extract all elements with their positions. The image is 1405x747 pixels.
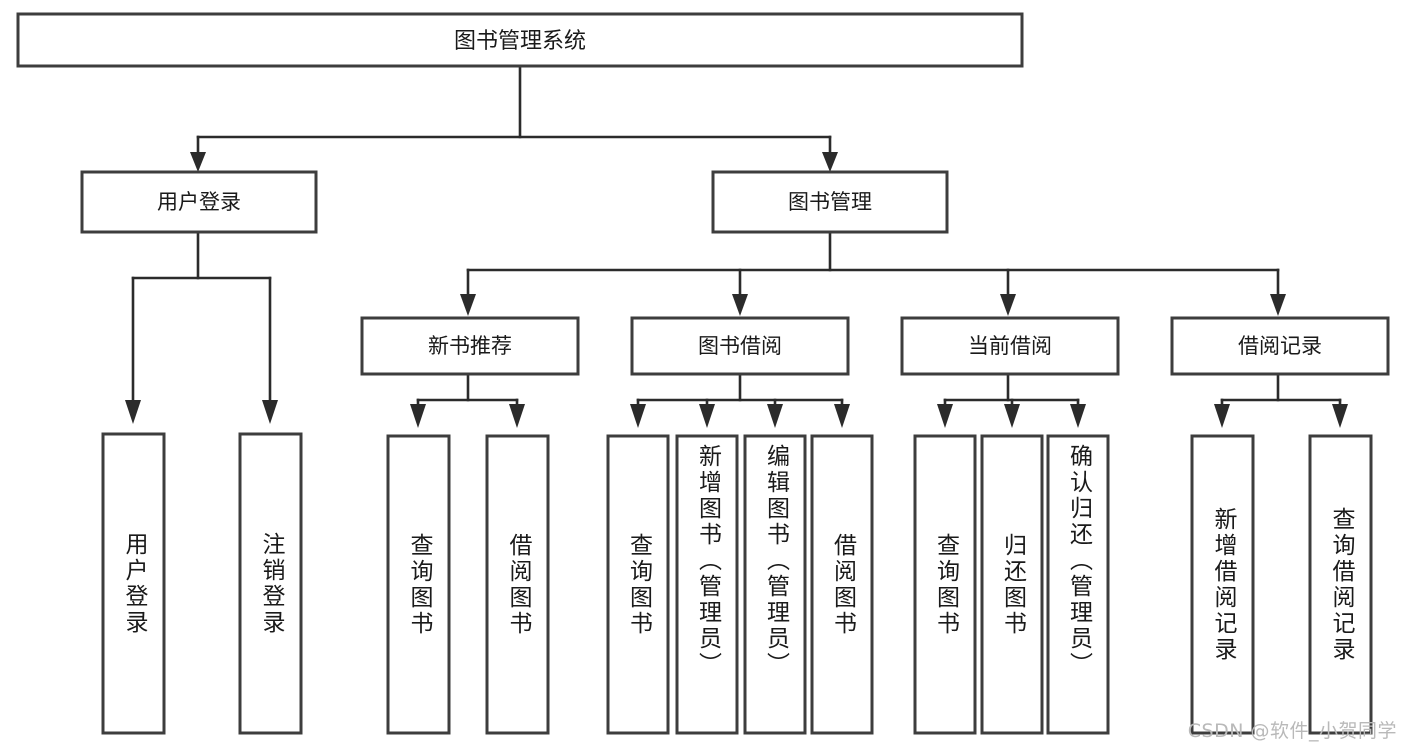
arrowhead-level3-2 [1000, 294, 1016, 316]
arrowhead-leaf-borrow-1 [699, 404, 715, 428]
arrowhead-leaf-user-login-1 [262, 400, 278, 424]
arrowhead-user-login [190, 152, 206, 172]
leaf-box-borrow-1[interactable] [675, 434, 739, 735]
leaf-box-newbook-0[interactable] [386, 434, 451, 735]
node-new-book-recommend[interactable]: 新书推荐 [360, 316, 580, 376]
arrowhead-leaf-newbook-0 [410, 404, 426, 428]
node-book-borrow-label: 图书借阅 [698, 334, 782, 358]
arrowhead-leaf-borrow-0 [630, 404, 646, 428]
leaf-box-borrow-0[interactable] [606, 434, 670, 735]
node-book-borrow-box[interactable] [630, 316, 850, 376]
connectors-layer [125, 64, 1348, 428]
arrowhead-leaf-record-1 [1332, 404, 1348, 428]
node-borrow-record[interactable]: 借阅记录 [1170, 316, 1390, 376]
node-root[interactable]: 图书管理系统 [16, 12, 1024, 68]
arrowhead-leaf-current-2 [1070, 404, 1086, 428]
leaf-box-current-2[interactable] [1046, 434, 1110, 735]
leaf-box-current-1[interactable] [980, 434, 1044, 735]
node-book-management-box[interactable] [711, 170, 949, 234]
node-current-borrow-box[interactable] [900, 316, 1120, 376]
csdn-watermark: CSDN @软件_小贺同学 [1187, 720, 1397, 742]
arrowhead-level3-0 [460, 294, 476, 316]
arrowhead-leaf-record-0 [1214, 404, 1230, 428]
node-user-login-label: 用户登录 [157, 190, 241, 214]
arrowhead-leaf-newbook-1 [509, 404, 525, 428]
node-current-borrow-label: 当前借阅 [968, 334, 1052, 358]
node-user-login-box[interactable] [80, 170, 318, 234]
leaf-box-newbook-1[interactable] [485, 434, 550, 735]
node-root-box[interactable] [16, 12, 1024, 68]
node-borrow-record-label: 借阅记录 [1238, 334, 1322, 358]
node-user-login[interactable]: 用户登录 [80, 170, 318, 234]
leaf-box-current-0[interactable] [913, 434, 977, 735]
node-root-label: 图书管理系统 [454, 29, 586, 54]
node-new-book-recommend-box[interactable] [360, 316, 580, 376]
arrowhead-leaf-current-0 [937, 404, 953, 428]
nodes-layer: 图书管理系统 用户登录 图书管理 新书推荐 图书借阅 当前 [16, 12, 1390, 735]
leaf-box-borrow-2[interactable] [743, 434, 807, 735]
node-new-book-recommend-label: 新书推荐 [428, 334, 512, 358]
node-book-borrow[interactable]: 图书借阅 [630, 316, 850, 376]
leaf-box-record-0[interactable] [1190, 434, 1255, 735]
leaf-box-user-login-1[interactable] [238, 432, 303, 735]
arrowhead-leaf-borrow-2 [767, 404, 783, 428]
arrowhead-level3-3 [1270, 294, 1286, 316]
node-borrow-record-box[interactable] [1170, 316, 1390, 376]
arrowhead-book-mgmt [822, 152, 838, 172]
arrowhead-leaf-user-login-0 [125, 400, 141, 424]
leaf-box-borrow-3[interactable] [810, 434, 874, 735]
arrowhead-leaf-borrow-3 [834, 404, 850, 428]
leaf-box-user-login-0[interactable] [101, 432, 166, 735]
leaf-box-record-1[interactable] [1308, 434, 1373, 735]
node-current-borrow[interactable]: 当前借阅 [900, 316, 1120, 376]
arrowhead-leaf-current-1 [1004, 404, 1020, 428]
node-book-management[interactable]: 图书管理 [711, 170, 949, 234]
node-book-management-label: 图书管理 [788, 190, 872, 214]
arrowhead-level3-1 [732, 294, 748, 316]
